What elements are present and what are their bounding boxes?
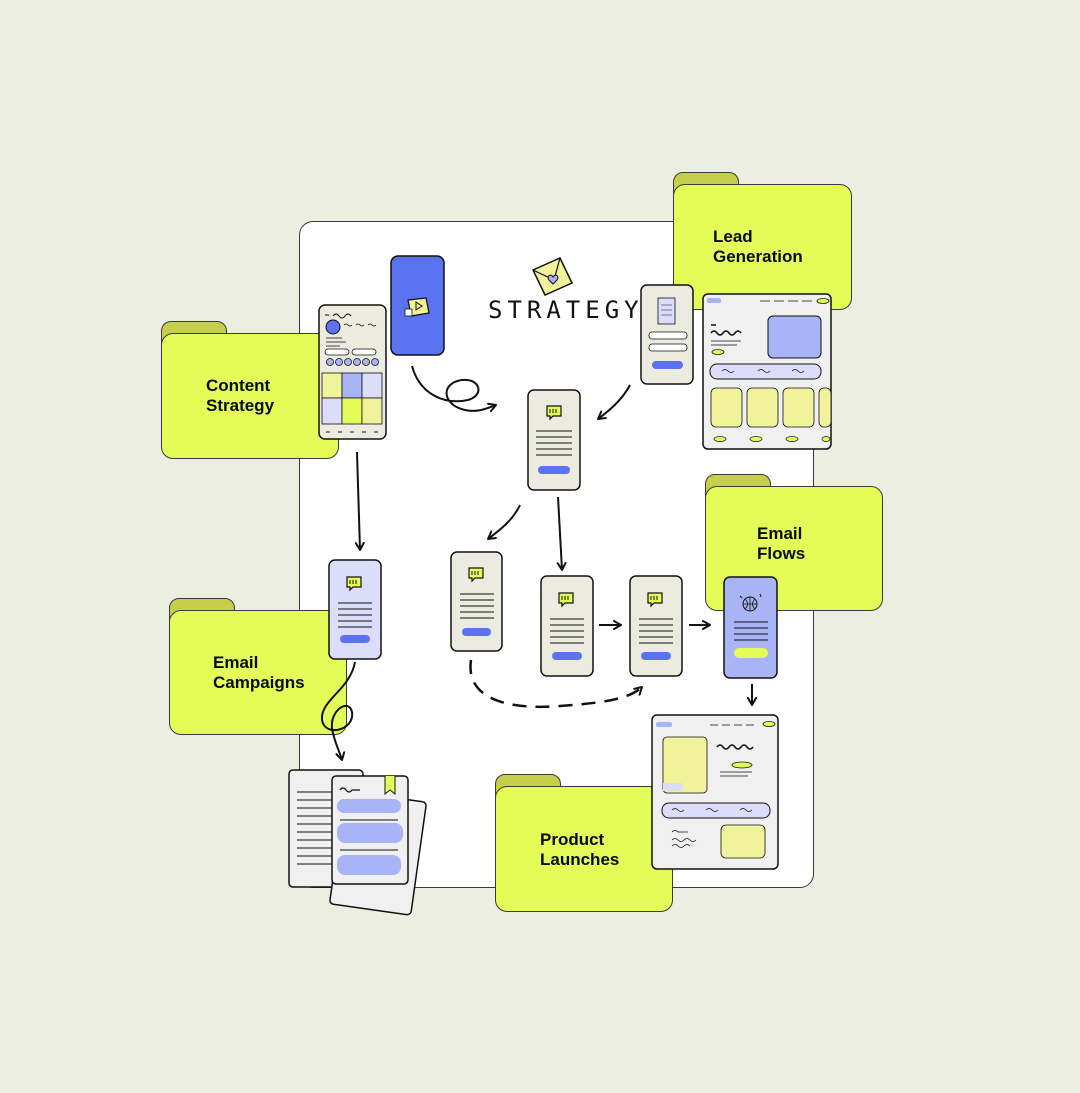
folder-content-strategy: Content Strategy [161,321,339,459]
folder-label-content-strategy: Content Strategy [206,376,275,415]
folder-email-campaigns: Email Campaigns [169,598,347,735]
folder-label-product-launches: Product Launches [540,830,620,869]
strategy-title: STRATEGY [488,296,644,324]
flow-phone-left [450,551,503,652]
form-phone-mockup [640,284,694,385]
folder-body [161,333,339,459]
video-phone-mockup [390,255,445,356]
envelope-heart-icon [531,257,574,296]
flow-phone-middle [540,575,594,677]
folder-body [169,610,347,735]
folder-label-lead-generation: Lead Generation [713,227,803,266]
central-phone-mockup [527,389,581,491]
flow-phone-right [629,575,683,677]
document-stack-illustration [288,769,427,916]
email-campaign-phone-mockup [328,559,382,660]
product-page-mockup [651,714,779,870]
profile-phone-mockup [318,304,387,440]
folder-label-email-campaigns: Email Campaigns [213,653,305,692]
folder-label-email-flows: Email Flows [757,524,806,563]
landing-page-mockup [702,293,832,450]
email-flow-phone-mockup [723,576,778,679]
